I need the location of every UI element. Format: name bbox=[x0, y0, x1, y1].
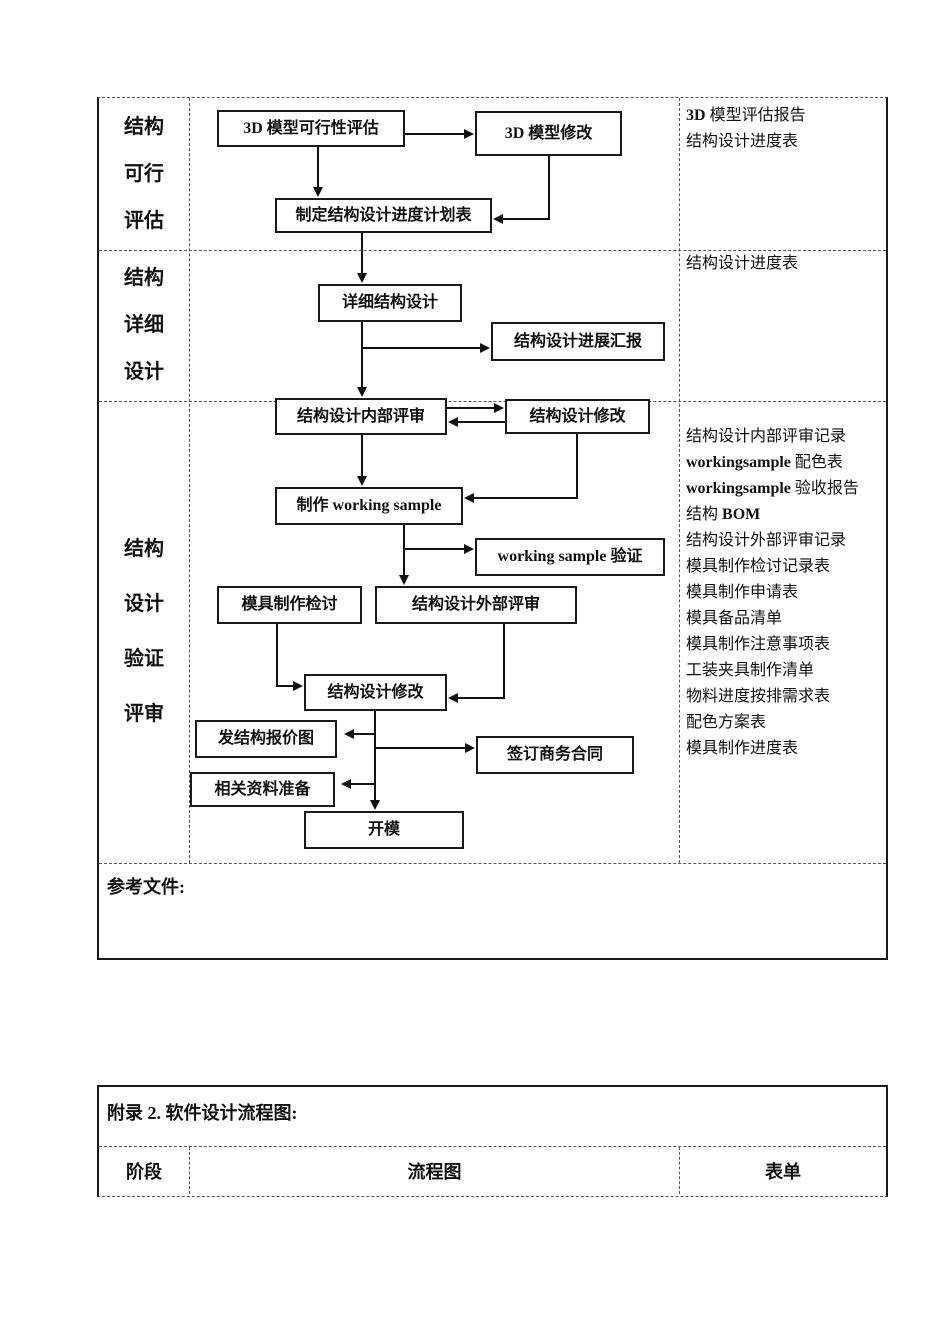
flow-node-make-working-sample: 制作 working sample bbox=[275, 487, 463, 525]
forms-list-feasibility: 3D 模型评估报告 结构设计进度表 bbox=[686, 107, 806, 150]
flow-node-working-sample-verify: working sample 验证 bbox=[475, 538, 665, 576]
stage-label-verification-review: 结构 设计 验证 评审 bbox=[124, 538, 164, 725]
flow-node-material-preparation: 相关资料准备 bbox=[190, 772, 335, 807]
forms-list-verification-review: 结构设计内部评审记录 workingsample 配色表 workingsamp… bbox=[686, 428, 859, 757]
flow-node-design-modify-1: 结构设计修改 bbox=[505, 399, 650, 434]
forms-list-detail-design: 结构设计进度表 bbox=[686, 255, 799, 272]
flow-node-mold-making-review: 模具制作检讨 bbox=[217, 586, 362, 624]
appendix2-table: 附录 2. 软件设计流程图: 阶段 流程图 表单 bbox=[97, 1085, 888, 1197]
flowchart-connectors bbox=[276, 129, 578, 810]
flow-node-external-review: 结构设计外部评审 bbox=[375, 586, 577, 624]
flow-node-quote-drawing: 发结构报价图 bbox=[195, 720, 337, 758]
column-header-form: 表单 bbox=[679, 1147, 886, 1194]
flow-node-3d-model-modify: 3D 模型修改 bbox=[475, 111, 622, 156]
column-header-stage: 阶段 bbox=[126, 1161, 162, 1182]
appendix2-title: 附录 2. 软件设计流程图: bbox=[99, 1087, 886, 1147]
stage-label-detail-design: 结构 详细 设计 bbox=[124, 267, 164, 383]
stage-label-feasibility: 结构 可行 评估 bbox=[124, 115, 164, 232]
flow-node-3d-feasibility-eval: 3D 模型可行性评估 bbox=[217, 110, 405, 147]
flow-node-internal-review: 结构设计内部评审 bbox=[275, 398, 447, 435]
flow-node-progress-report: 结构设计进展汇报 bbox=[491, 322, 665, 361]
column-header-flowchart: 流程图 bbox=[189, 1147, 679, 1194]
structure-design-flow-table: 结构 可行 评估 结构 详细 设计 结构 设计 验证 评审 3D 模型评估报告 … bbox=[97, 97, 888, 960]
flow-node-detail-design: 详细结构设计 bbox=[318, 284, 462, 322]
flow-node-schedule-plan: 制定结构设计进度计划表 bbox=[275, 198, 492, 233]
flow-node-design-modify-2: 结构设计修改 bbox=[304, 674, 447, 711]
reference-docs-label: 参考文件: bbox=[107, 877, 185, 897]
appendix2-header-row: 阶段 流程图 表单 bbox=[99, 1147, 886, 1194]
flow-node-sign-contract: 签订商务合同 bbox=[476, 736, 634, 774]
flow-node-open-mold: 开模 bbox=[304, 811, 464, 849]
